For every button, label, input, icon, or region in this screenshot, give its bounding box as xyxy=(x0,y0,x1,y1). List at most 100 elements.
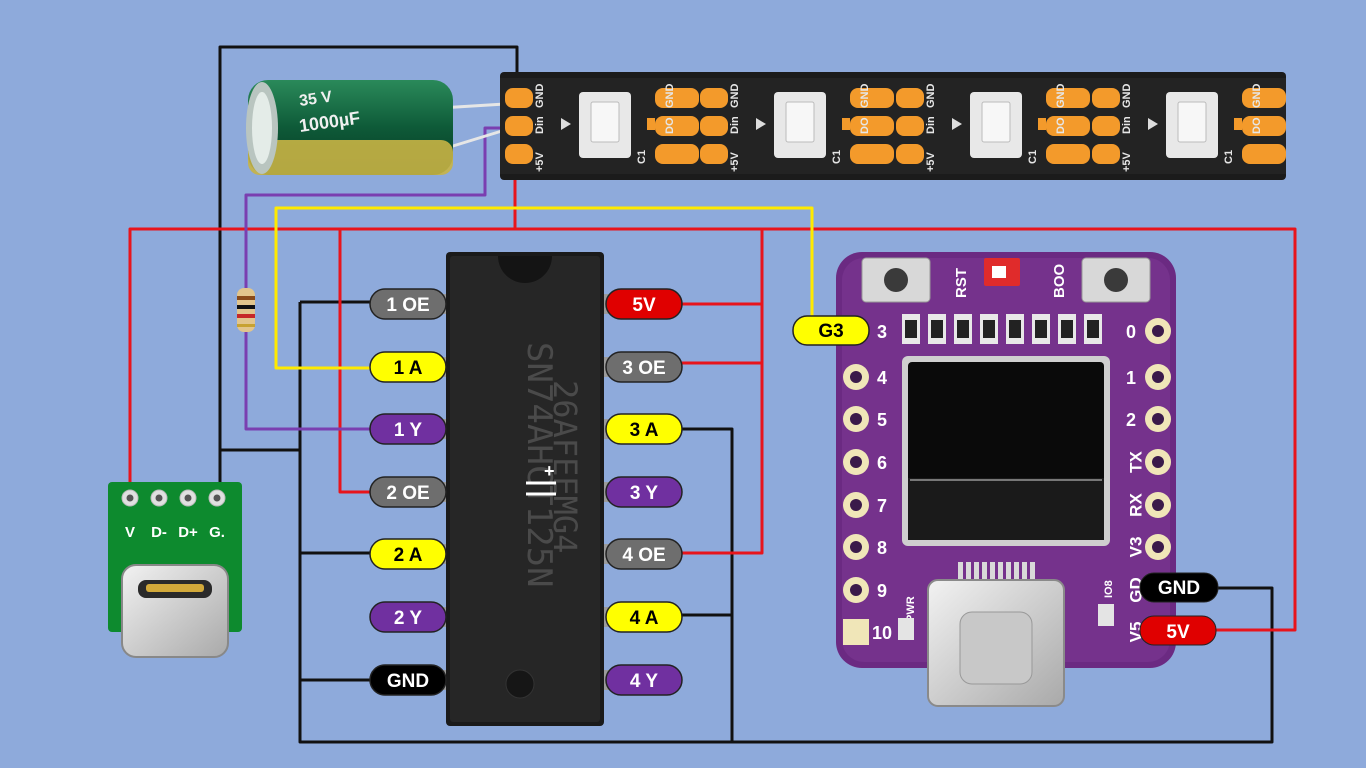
mcu-pin-label: 6 xyxy=(877,453,887,473)
wire-purple-data-lower xyxy=(244,330,370,431)
pin-label-text: GND xyxy=(387,671,429,692)
capacitor-voltage: 35 V xyxy=(298,89,333,110)
mcu-pin-label: 10 xyxy=(872,623,892,643)
wire-black-top-gnd xyxy=(218,45,519,490)
usb-finger xyxy=(1022,562,1027,584)
mcu-5v-pill: 5V xyxy=(1139,615,1217,646)
pin-label-text: 4 A xyxy=(630,608,659,629)
rst-label: RST xyxy=(953,268,970,298)
strip-pad-label: C1 xyxy=(1027,150,1039,164)
strip-solder-pad xyxy=(655,144,699,164)
strip-solder-pad xyxy=(1092,144,1120,164)
wire-yellow-data xyxy=(274,206,814,370)
strip-pad-label: DO xyxy=(859,117,871,134)
strip-pad-label: +5V xyxy=(925,151,937,172)
pin-label-pill: 3 A xyxy=(605,413,683,445)
pin-label-pill: 3 OE xyxy=(605,351,683,383)
led-strip: GNDDin+5VGNDDOC1GNDDin+5VGNDDOC1GNDDin+5… xyxy=(500,72,1286,180)
pin-label-pill: 4 OE xyxy=(605,538,683,570)
pin-label-pill: 4 A xyxy=(605,601,683,633)
pin-label-text: 3 OE xyxy=(622,358,665,379)
mcu-pin-label: RX xyxy=(1126,493,1145,517)
strip-pad-label: +5V xyxy=(534,151,546,172)
pin-label-text: 3 Y xyxy=(630,483,659,504)
strip-solder-pad xyxy=(1046,144,1090,164)
usb-finger xyxy=(958,562,963,584)
wire-red-4oe xyxy=(682,360,764,555)
cap-polarity-symbol: + xyxy=(544,461,555,481)
strip-solder-pad xyxy=(1242,116,1286,136)
wire-red-main xyxy=(128,227,1297,632)
pin-label-pill: 1 Y xyxy=(369,413,447,445)
usb-finger xyxy=(990,562,995,584)
wire-red-5v xyxy=(682,229,764,306)
strip-pad-label: C1 xyxy=(831,150,843,164)
io8-label: IO8 xyxy=(1103,580,1115,598)
strip-solder-pad xyxy=(655,116,699,136)
pin-label-pill: 1 A xyxy=(369,351,447,383)
usb-finger xyxy=(974,562,979,584)
pin-label-text: 1 OE xyxy=(386,295,429,316)
strip-solder-pad xyxy=(655,88,699,108)
mcu-pin-label: 0 xyxy=(1126,322,1136,342)
strip-pad-label: DO xyxy=(1055,117,1067,134)
strip-solder-pad xyxy=(850,116,894,136)
strip-solder-pad xyxy=(700,116,728,136)
wire-black-3a xyxy=(682,427,734,742)
strip-solder-pad xyxy=(896,144,924,164)
strip-pad-label: GND xyxy=(534,84,546,109)
electrolytic-capacitor: 1000µF 35 V xyxy=(246,80,506,175)
pin-label-text: 2 Y xyxy=(394,608,423,629)
mcu-g3-text: G3 xyxy=(818,321,843,342)
ic-sn74ahct125: SN74AHCT125N 26AFEEMG4 + xyxy=(428,252,622,726)
strip-solder-pad xyxy=(1092,88,1120,108)
pwr-label: PWR xyxy=(905,596,917,622)
strip-solder-pad xyxy=(896,116,924,136)
mcu-pin-label: 3 xyxy=(877,322,887,342)
usb-board-pin-label: G. xyxy=(209,524,225,541)
strip-solder-pad xyxy=(896,88,924,108)
mcu-pin-label: TX xyxy=(1126,450,1145,472)
usb-c-connector xyxy=(121,564,229,658)
mcu-gnd-text: GND xyxy=(1158,578,1200,599)
mcu-pin-label: 1 xyxy=(1126,368,1136,388)
pin-label-text: 2 A xyxy=(394,545,423,566)
usb-finger xyxy=(998,562,1003,584)
usb-finger xyxy=(1014,562,1019,584)
strip-solder-pad xyxy=(1046,88,1090,108)
strip-solder-pad xyxy=(1092,116,1120,136)
strip-pad-label: GND xyxy=(1055,84,1067,109)
pin-label-text: 1 A xyxy=(394,358,423,379)
pin-label-pill: 1 OE xyxy=(369,288,447,320)
strip-pad-label: C1 xyxy=(1223,150,1235,164)
strip-pad-label: DO xyxy=(664,117,676,134)
mcu-pin-label: 2 xyxy=(1126,410,1136,430)
strip-solder-pad xyxy=(505,116,533,136)
mcu-pin-label: V3 xyxy=(1126,537,1145,558)
usb-finger xyxy=(982,562,987,584)
wire-red-2oe xyxy=(338,229,370,494)
wire-red-3oe xyxy=(682,300,764,365)
strip-pad-label: GND xyxy=(729,84,741,109)
strip-solder-pad xyxy=(505,144,533,164)
strip-pad-label: Din xyxy=(1121,116,1133,134)
strip-solder-pad xyxy=(850,88,894,108)
chip-part-number: SN74AHCT125N xyxy=(519,342,559,588)
strip-pad-label: C1 xyxy=(636,150,648,164)
strip-pad-label: GND xyxy=(664,84,676,109)
pin-label-text: 4 Y xyxy=(630,671,659,692)
usb-board-pin-label: D+ xyxy=(178,524,198,541)
pin-label-text: 3 A xyxy=(630,420,659,441)
boo-label: BOO xyxy=(1051,264,1068,299)
wire-black-bottom-bus xyxy=(298,302,1274,744)
pin-label-pill: 4 Y xyxy=(605,664,683,696)
strip-pad-label: GND xyxy=(1121,84,1133,109)
pin-label-pill: 5V xyxy=(605,288,683,320)
mcu-gnd-pill: GND xyxy=(1139,572,1219,603)
usb-board-pin-label: D- xyxy=(151,524,167,541)
strip-solder-pad xyxy=(850,144,894,164)
